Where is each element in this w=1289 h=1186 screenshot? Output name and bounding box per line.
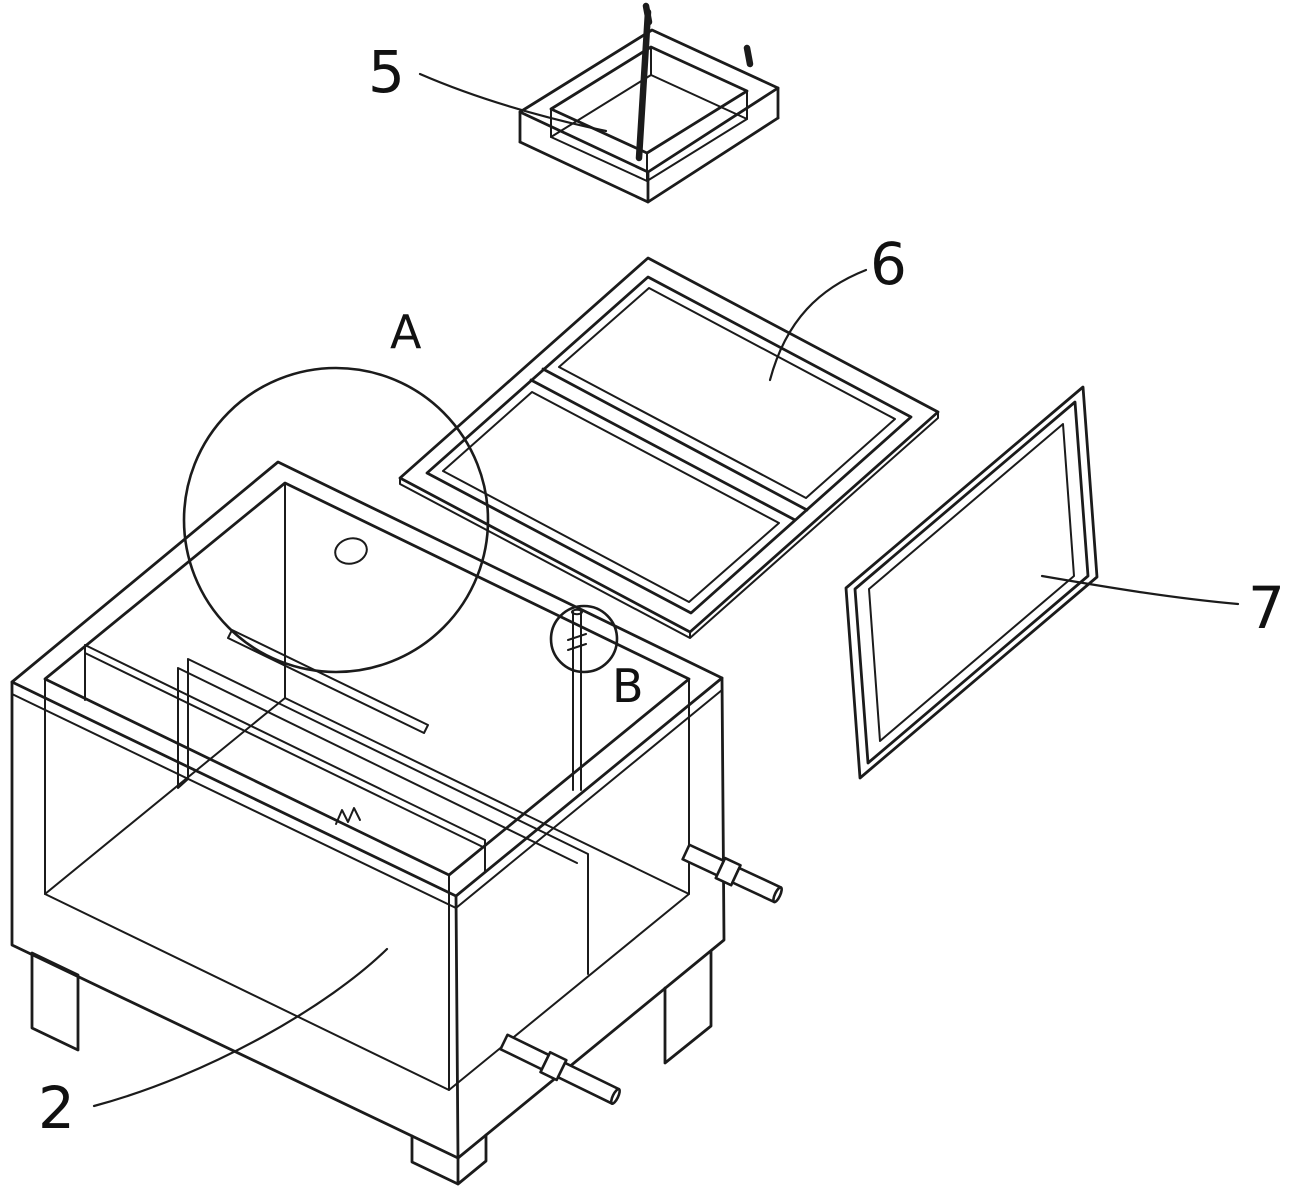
label-detail-A: A <box>390 305 422 359</box>
part6-pane-2 <box>442 391 780 603</box>
label-part6: 6 <box>870 230 907 298</box>
part5-small-frame <box>518 2 780 204</box>
label-part5: 5 <box>368 38 405 106</box>
part5-pin-right <box>743 44 754 68</box>
label-detail-B: B <box>612 659 644 713</box>
mark-m <box>335 807 361 825</box>
part6-thickness-edges <box>399 411 939 639</box>
part6-lid-frame <box>398 256 940 639</box>
part7-outer <box>844 385 1099 780</box>
tank-upper-drain-pipe <box>681 843 783 904</box>
tank-partition-wall <box>177 658 589 975</box>
tank-wall-hole <box>334 537 368 565</box>
part6-inner-outline <box>425 275 913 615</box>
part6-outer <box>398 256 940 634</box>
tank-cross-rail <box>227 629 429 734</box>
part5-pin-left <box>642 2 653 26</box>
tank-body <box>10 460 783 1186</box>
part5-inner-bottom-edges <box>550 74 748 182</box>
tank-lower-drain-pipe <box>499 1033 621 1105</box>
lower-pipe-tube-1 <box>499 1033 551 1071</box>
tank-right-wall <box>456 676 726 1160</box>
tank-leg-left <box>30 951 80 1052</box>
leader-part7 <box>1040 574 1240 606</box>
standpipe-top <box>571 608 583 616</box>
lower-pipe-end-cap <box>609 1087 621 1105</box>
part5-corner-rod <box>635 8 652 162</box>
part6-divider <box>529 367 809 522</box>
part7-mid-outline <box>853 400 1090 765</box>
tank-interior-side-edges <box>44 678 690 1091</box>
label-part2: 2 <box>38 1074 75 1142</box>
part5-outer-bottom-edges <box>518 116 780 204</box>
tank-leg-front <box>410 1133 488 1186</box>
standpipe-body <box>572 611 582 791</box>
tank-standpipe <box>567 608 587 791</box>
tank-baffle-plate <box>84 644 486 873</box>
leader-part2 <box>92 947 389 1108</box>
tank-leg-right <box>663 949 713 1065</box>
leader-part5 <box>418 72 608 133</box>
upper-pipe-end-cap <box>772 886 783 904</box>
part5-inner-verticals <box>550 46 748 182</box>
part7-frame-panel <box>844 385 1099 780</box>
part6-pane-1 <box>558 287 896 499</box>
leader-part6 <box>768 268 868 382</box>
tank-left-wall <box>10 680 460 1160</box>
label-part7: 7 <box>1248 574 1285 642</box>
part7-inner-opening <box>868 423 1075 742</box>
detail-circle-B <box>549 604 619 674</box>
standpipe-collar <box>567 633 587 651</box>
detail-circle-A <box>182 366 490 674</box>
lower-pipe-tube-2 <box>556 1061 621 1105</box>
